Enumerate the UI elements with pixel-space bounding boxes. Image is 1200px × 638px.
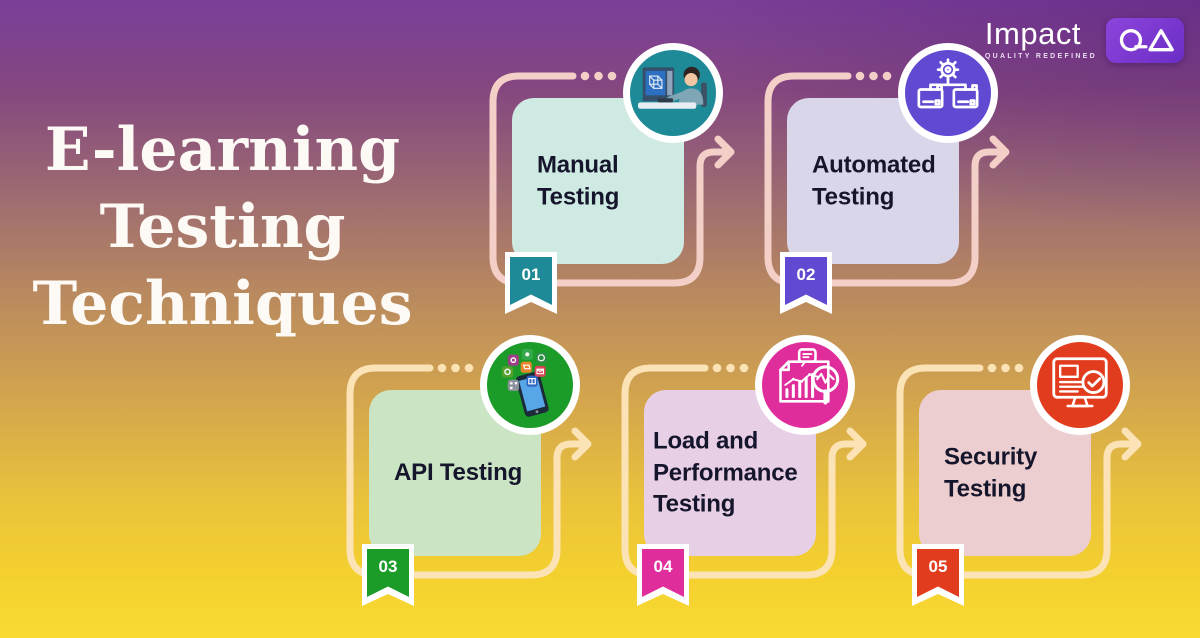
page-title-line-1: E-learning [44, 115, 401, 185]
card-icon-badge [623, 43, 723, 143]
card-number: 04 [653, 557, 673, 576]
card-number: 03 [378, 557, 398, 576]
card-title: Security Testing [944, 443, 1038, 502]
ribbon-shape [912, 544, 964, 606]
card-api-testing: API Testing [342, 335, 612, 606]
card-outline-arrow [489, 71, 735, 287]
logo-text: Impact QUALITY REDEFINED [985, 18, 1097, 60]
card-outline-arrow [896, 363, 1142, 579]
outline-arrow-path [621, 364, 867, 579]
card-outline-arrow [621, 363, 867, 579]
outline-arrow-path [489, 72, 735, 287]
outline-dots [987, 363, 1024, 373]
card-panel: Security Testing [919, 390, 1091, 556]
outline-dots [712, 363, 749, 373]
outline-dots [855, 71, 892, 81]
card-load-performance-testing: Load and Performance Testing [617, 335, 887, 606]
automation-gear-machines-icon [917, 58, 979, 109]
ribbon-shape [637, 544, 689, 606]
card-automated-testing: Automated Testing 02 [760, 43, 1030, 314]
outline-arrow-path [346, 364, 592, 579]
card-number-ribbon: 01 [505, 252, 557, 314]
logo-tagline: QUALITY REDEFINED [984, 53, 1097, 60]
logo-brand-name: Impact [984, 16, 1081, 51]
card-panel: Manual Testing [512, 98, 684, 264]
qa-monogram-badge [1106, 18, 1184, 63]
card-icon-badge [1030, 335, 1130, 435]
card-security-testing: Security Testing 05 [892, 335, 1162, 606]
card-outline-arrow [764, 71, 1010, 287]
card-number-ribbon: 04 [637, 544, 689, 606]
card-title: API Testing [394, 459, 523, 487]
card-title: Manual Testing [537, 151, 620, 210]
card-number-ribbon: 03 [362, 544, 414, 606]
card-title: Load and Performance Testing [653, 427, 798, 518]
card-icon-badge [755, 335, 855, 435]
card-icon-badge [480, 335, 580, 435]
card-number: 02 [796, 265, 816, 284]
card-panel: API Testing [369, 390, 541, 556]
card-number-ribbon: 05 [912, 544, 964, 606]
ribbon-shape [362, 544, 414, 606]
page-title-line-3: Techniques [32, 269, 413, 339]
page-title: E-learning Testing Techniques [15, 112, 430, 343]
card-manual-testing: Manual Testing [485, 43, 755, 314]
qa-monogram-icon [1119, 28, 1174, 51]
card-icon-badge [898, 43, 998, 143]
outline-arrow-path [896, 364, 1142, 579]
outline-dots [580, 71, 617, 81]
outline-arrow-path [764, 72, 1010, 287]
secure-monitor-check-icon [1052, 357, 1108, 408]
ribbon-shape [780, 252, 832, 314]
performance-chart-magnifier-icon [779, 348, 840, 405]
ribbon-shape [505, 252, 557, 314]
impactqa-logo: Impact QUALITY REDEFINED [985, 18, 1184, 63]
card-number: 01 [521, 265, 541, 284]
smartphone-apps-icon [502, 348, 549, 417]
card-title: Automated Testing [812, 151, 936, 210]
page-title-line-2: Testing [99, 192, 346, 262]
card-number-ribbon: 02 [780, 252, 832, 314]
card-outline-arrow [346, 363, 592, 579]
card-number: 05 [928, 557, 948, 576]
outline-dots [437, 363, 474, 373]
person-at-computer-icon [638, 66, 707, 109]
